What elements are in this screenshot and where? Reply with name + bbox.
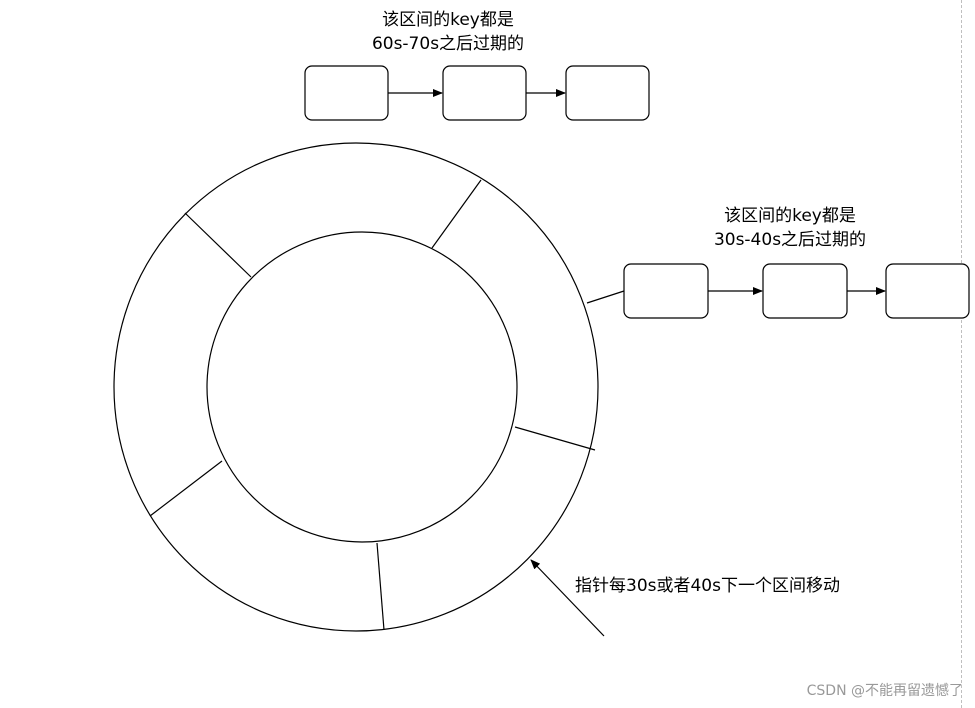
list-node bbox=[565, 65, 650, 121]
wheel-inner-ring bbox=[206, 231, 518, 543]
pointer-caption: 指针每30s或者40s下一个区间移动 bbox=[575, 576, 840, 596]
right-key-list bbox=[586, 263, 970, 319]
list-node bbox=[304, 65, 389, 121]
watermark-text: CSDN @不能再留遗憾了 bbox=[806, 683, 963, 699]
wheel-outer-ring bbox=[113, 142, 599, 632]
wheel-segment-divider bbox=[514, 426, 596, 451]
list-node bbox=[442, 65, 527, 121]
right-list-caption-line2: 30s-40s之后过期的 bbox=[714, 230, 866, 250]
list-node bbox=[762, 263, 848, 319]
right-list-caption-line1: 该区间的key都是 bbox=[724, 206, 856, 226]
wheel-to-list-connector bbox=[586, 290, 625, 304]
wheel-segment-divider bbox=[149, 460, 223, 517]
pointer-arrow bbox=[530, 559, 605, 637]
top-key-list bbox=[304, 65, 650, 121]
wheel-segment-divider bbox=[376, 542, 385, 631]
top-list-caption-line1: 该区间的key都是 bbox=[382, 10, 514, 30]
time-wheel bbox=[113, 142, 599, 632]
wheel-segment-divider bbox=[431, 179, 482, 249]
page-edge-divider bbox=[961, 0, 962, 708]
wheel-segment-divider bbox=[184, 212, 252, 278]
top-list-caption-line2: 60s-70s之后过期的 bbox=[372, 34, 524, 54]
list-node bbox=[885, 263, 970, 319]
list-node bbox=[623, 263, 709, 319]
